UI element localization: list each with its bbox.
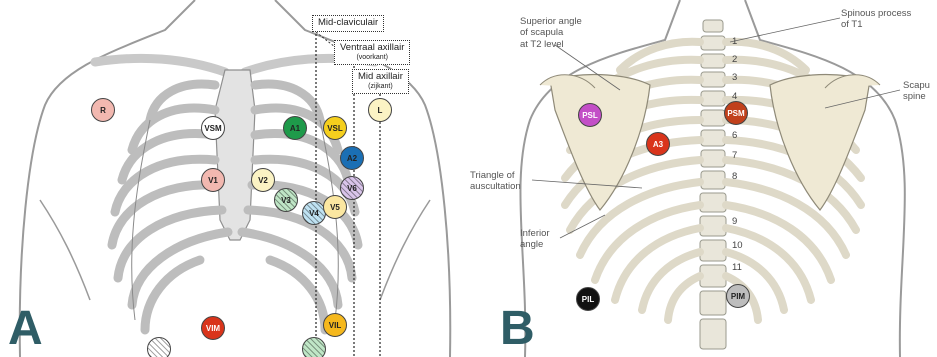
mid-clavicular-callout: Mid-claviculair [312, 15, 384, 32]
electrode-V6: V6 [340, 176, 364, 200]
ventral-axillary-sub: (voorkant) [340, 54, 404, 62]
rib-number-2: 2 [732, 54, 737, 65]
rib-number-8: 8 [732, 171, 737, 182]
label-scapular-spine: Scapu spine [903, 80, 930, 103]
panel-b-back: Superior angle of scapula at T2 level Sp… [470, 0, 937, 357]
panel-a-chest-front: Mid-claviculair Ventraal axillair (voork… [0, 0, 470, 357]
electrode-PSM: PSM [724, 101, 748, 125]
ventral-axillary-callout: Ventraal axillair (voorkant) [334, 40, 410, 65]
panel-letter-b: B [500, 305, 535, 353]
electrode-A1: A1 [283, 116, 307, 140]
electrode-PSL: PSL [578, 103, 602, 127]
rib-number-1: 1 [732, 36, 737, 47]
electrode-L: L [368, 98, 392, 122]
rib-number-9: 9 [732, 216, 737, 227]
label-superior-angle: Superior angle of scapula at T2 level [520, 16, 582, 50]
mid-axillary-callout: Mid axillair (zijkant) [352, 69, 409, 94]
mid-axillary-sub: (zijkant) [358, 83, 403, 91]
rib-number-10: 10 [732, 240, 743, 251]
electrode-VSL: VSL [323, 116, 347, 140]
electrode-A3: A3 [646, 132, 670, 156]
mid-axillary-text: Mid axillair [358, 71, 403, 82]
electrode-V2: V2 [251, 168, 275, 192]
panel-letter-a: A [8, 305, 43, 353]
electrode-V3: V3 [274, 188, 298, 212]
rib-number-7: 7 [732, 150, 737, 161]
electrode-VIL: VIL [323, 313, 347, 337]
label-spinous-process: Spinous process of T1 [841, 8, 911, 31]
electrode-V5: V5 [323, 195, 347, 219]
electrode-R: R [91, 98, 115, 122]
ventral-axillary-text: Ventraal axillair [340, 42, 404, 53]
rib-number-11: 11 [732, 262, 742, 273]
rib-number-6: 6 [732, 130, 737, 141]
electrode-VSM: VSM [201, 116, 225, 140]
electrode-VIM: VIM [201, 316, 225, 340]
electrode-unlabeled-bottom-right [302, 337, 326, 357]
mid-clavicular-text: Mid-claviculair [318, 17, 378, 28]
back-illustration [470, 0, 937, 357]
label-inferior-angle: Inferior angle [520, 228, 550, 251]
electrode-unlabeled-bottom-left [147, 337, 171, 357]
electrode-PIL: PIL [576, 287, 600, 311]
electrode-PIM: PIM [726, 284, 750, 308]
electrode-V1: V1 [201, 168, 225, 192]
electrode-A2: A2 [340, 146, 364, 170]
rib-number-3: 3 [732, 72, 737, 83]
label-triangle-of-auscultation: Triangle of auscultation [470, 170, 521, 193]
